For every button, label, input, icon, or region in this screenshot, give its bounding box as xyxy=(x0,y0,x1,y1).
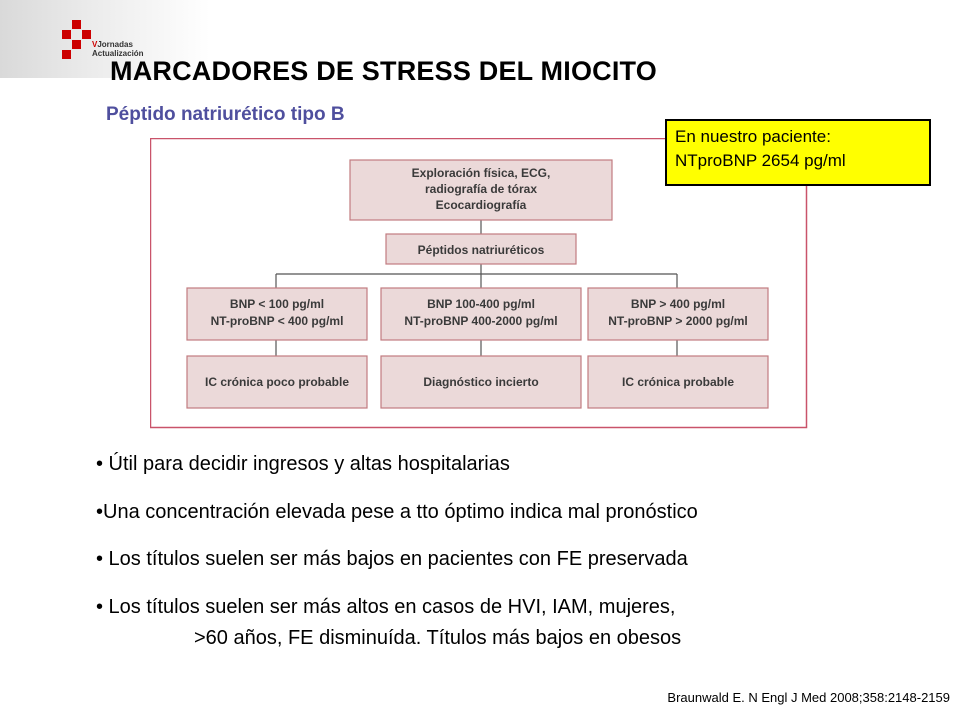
logo-text: VJornadas Actualización xyxy=(92,40,144,58)
criteria-high-bnp: BNP > 400 pg/ml xyxy=(631,297,725,311)
slide-title: MARCADORES DE STRESS DEL MIOCITO xyxy=(110,56,657,86)
top-box-line-2: radiografía de tórax xyxy=(425,182,537,196)
patient-callout: En nuestro paciente: NTproBNP 2654 pg/ml xyxy=(665,119,931,186)
bullet-item-4: • Los títulos suelen ser más altos en ca… xyxy=(96,596,676,618)
top-box-line-1: Exploración física, ECG, xyxy=(412,166,551,180)
flowchart-middle-box xyxy=(385,233,577,265)
logo-actualizacion: Actualización xyxy=(92,49,144,58)
event-logo: VJornadas Actualización xyxy=(0,0,210,80)
callout-line-1: En nuestro paciente: xyxy=(675,127,831,146)
result-mid: Diagnóstico incierto xyxy=(423,375,538,389)
result-box-mid xyxy=(380,355,582,409)
bullet-item-1: • Útil para decidir ingresos y altas hos… xyxy=(96,453,510,475)
criteria-high-ntprobnp: NT-proBNP > 2000 pg/ml xyxy=(608,314,747,328)
criteria-mid-ntprobnp: NT-proBNP 400-2000 pg/ml xyxy=(404,314,557,328)
bullet-item-2: •Una concentración elevada pese a tto óp… xyxy=(96,501,698,523)
bullet-item-4-continuation: >60 años, FE disminuída. Títulos más baj… xyxy=(194,627,682,649)
result-low: IC crónica poco probable xyxy=(205,375,349,389)
criteria-box-low xyxy=(186,287,368,341)
criteria-mid-bnp: BNP 100-400 pg/ml xyxy=(427,297,535,311)
result-box-low xyxy=(186,355,368,409)
logo-cross-icon xyxy=(62,20,91,59)
logo-jornadas: Jornadas xyxy=(97,40,133,49)
criteria-box-high xyxy=(587,287,769,341)
slide-subtitle: Péptido natriurético tipo B xyxy=(106,104,345,125)
flowchart-top-box xyxy=(349,159,613,221)
top-box-line-3: Ecocardiografía xyxy=(436,198,527,212)
callout-line-2: NTproBNP 2654 pg/ml xyxy=(675,151,846,170)
citation: Braunwald E. N Engl J Med 2008;358:2148-… xyxy=(667,690,950,705)
bnp-flowchart: Exploración física, ECG, radiografía de … xyxy=(150,138,808,429)
flowchart-connectors xyxy=(275,220,678,356)
logo-v: V xyxy=(92,40,98,49)
logo-background xyxy=(0,0,210,78)
criteria-low-bnp: BNP < 100 pg/ml xyxy=(230,297,324,311)
result-box-high xyxy=(587,355,769,409)
criteria-box-mid xyxy=(380,287,582,341)
bullet-item-3: • Los títulos suelen ser más bajos en pa… xyxy=(96,548,688,570)
middle-box-label: Péptidos natriuréticos xyxy=(418,243,545,257)
result-high: IC crónica probable xyxy=(622,375,734,389)
criteria-low-ntprobnp: NT-proBNP < 400 pg/ml xyxy=(211,314,344,328)
